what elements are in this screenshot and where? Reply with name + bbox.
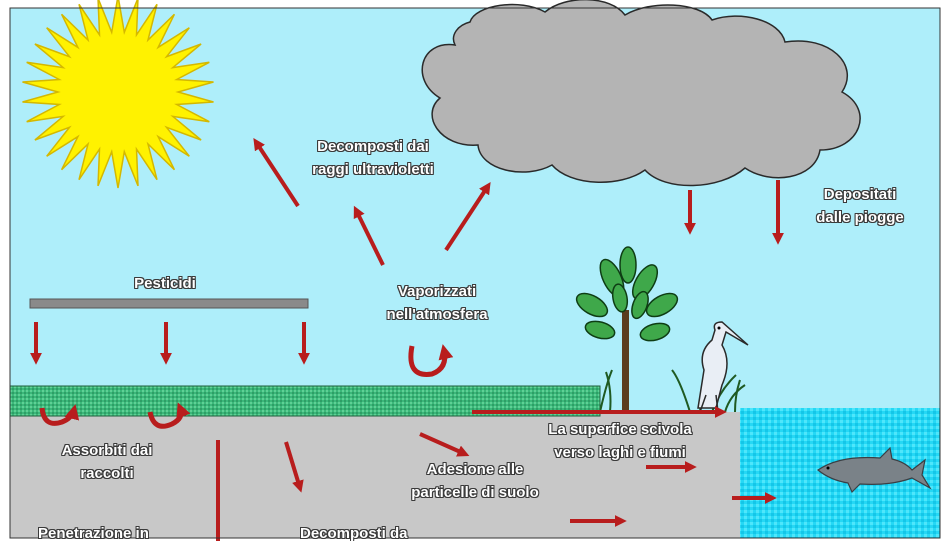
tree-icon [575,246,679,412]
label-vapor-line1: Vaporizzati [397,283,477,300]
vapor-curl-arrow [408,344,454,377]
crop-curl-arrow-right [147,402,191,429]
label-adhesion-line1: Adesione alle [426,461,524,478]
uv-arrow [253,137,300,208]
sun-icon [22,0,214,189]
label-pesticides: Pesticidi [134,275,196,292]
label-soil-adhesion: Adesione alle particelle di suolo [385,458,565,504]
label-decomposed-by: Decomposti da [300,525,408,541]
label-runoff-line1: La superfice scivola [548,421,692,438]
label-crops-line2: raccolti [80,465,134,482]
frame [9,7,941,539]
adhesion-arrow [419,432,470,457]
label-uv-decomposition: Decomposti dai raggi ultravioletti [278,135,468,181]
vapor-arrow-right [444,181,491,252]
label-rain-line1: Depositati [823,186,897,203]
label-adhesion-line2: particelle di suolo [411,484,539,501]
label-penetration: Penetrazione in [38,525,149,541]
label-uv-line1: Decomposti dai [317,138,429,155]
label-vapor-line2: nell'atmosfera [386,306,488,323]
vapor-arrow-left [353,205,385,266]
crop-curl-arrow-left [39,404,80,426]
label-vaporized: Vaporizzati nell'atmosfera [362,280,512,326]
label-rain-line2: dalle piogge [816,209,904,226]
heron-icon [697,321,749,413]
label-crops-line1: Assorbiti dai [61,442,153,459]
label-runoff: La superfice scivola verso laghi e fiumi [520,418,720,464]
decomp-arrow [284,441,304,493]
label-uv-line2: raggi ultravioletti [312,161,434,178]
shark-icon [817,446,932,494]
label-absorbed-crops: Assorbiti dai raccolti [42,439,172,485]
label-rain-deposit: Depositati dalle piogge [800,183,920,229]
label-runoff-line2: verso laghi e fiumi [554,444,686,461]
pesticide-bar [29,298,309,309]
